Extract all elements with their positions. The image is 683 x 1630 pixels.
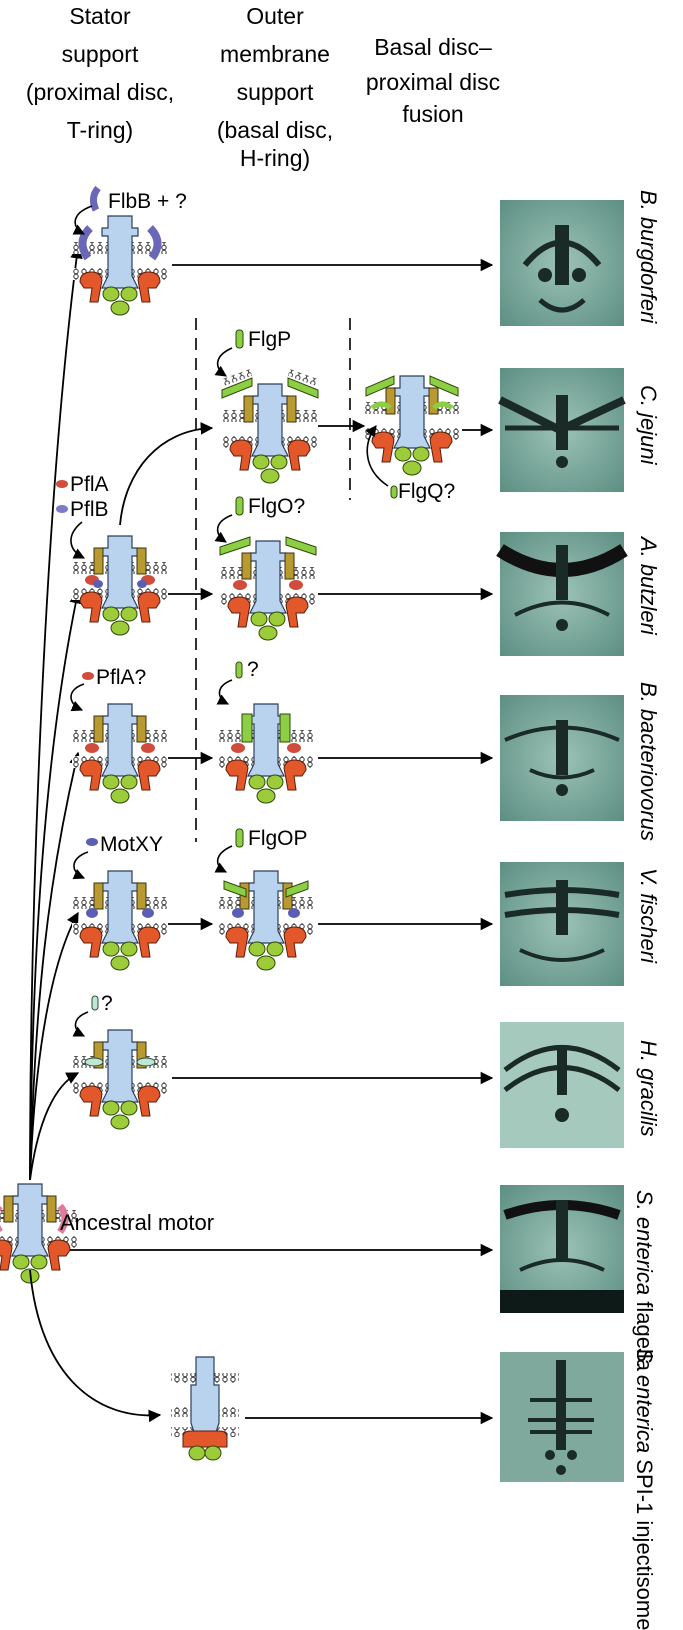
pflb-label: PflB (70, 498, 109, 521)
hg-unknown-protein-icon (91, 995, 99, 1011)
motor-pfla-only (71, 703, 169, 804)
arrow-to-flgp-motor (119, 422, 214, 526)
flgp-protein-icon (235, 329, 244, 349)
svg-text:support: support (237, 79, 314, 105)
svg-text:(basal disc,: (basal disc, (217, 117, 333, 143)
bb-unknown-label: ? (247, 658, 259, 681)
species-label-enterica-flagella: S. enterica flagella (632, 1190, 657, 1372)
svg-text:H-ring): H-ring) (240, 145, 310, 171)
motor-bacteriovorus-green (217, 703, 315, 804)
tomogram-enterica-flagella (500, 1185, 624, 1313)
flgp-label: FlgP (248, 328, 291, 351)
ancestral-branch-arrows (29, 245, 162, 1423)
hg-unknown-label: ? (101, 992, 113, 1015)
svg-text:support: support (62, 41, 139, 67)
flbb-label: FlbB + ? (108, 190, 187, 213)
flgop-protein-icon (235, 828, 244, 848)
species-label-enterica-injectisome: S. enterica SPI-1 injectisome (632, 1348, 657, 1630)
header-basal-proximal-fusion: Basal disc– proximal disc fusion (366, 34, 500, 127)
pfla-protein-icon (56, 480, 68, 488)
tomogram-butzleri (496, 532, 628, 656)
species-label-fischeri: V. fischeri (636, 868, 661, 963)
tomogram-burgdorferi (500, 200, 624, 326)
tomogram-fischeri (500, 862, 624, 986)
motor-motxy (71, 870, 169, 971)
svg-text:T-ring): T-ring) (67, 117, 133, 143)
motxy-protein-icon (86, 838, 98, 846)
pflb-protein-icon (56, 505, 68, 513)
flgq-protein-icon (390, 485, 398, 499)
svg-text:(proximal disc,: (proximal disc, (26, 79, 174, 105)
svg-text:membrane: membrane (220, 41, 330, 67)
motor-pfla-pflb (71, 535, 169, 636)
svg-text:proximal disc: proximal disc (366, 69, 500, 95)
svg-text:Stator: Stator (69, 3, 131, 29)
tomogram-jejuni (498, 368, 626, 492)
tomogram-bacteriovorus (500, 695, 624, 821)
header-stator-support: Stator support (proximal disc, T-ring) (26, 3, 174, 143)
svg-text:Outer: Outer (246, 3, 304, 29)
motor-fused-flgq (363, 375, 461, 476)
flagellar-motor-evolution-diagram: Stator support (proximal disc, T-ring) O… (0, 3, 628, 1482)
flgo-protein-icon (235, 496, 244, 516)
motor-flgp (221, 369, 319, 484)
motor-gracilis (71, 1029, 169, 1130)
pfla-label: PflA (70, 473, 109, 496)
motxy-label: MotXY (100, 833, 163, 856)
tomogram-gracilis (500, 1022, 624, 1148)
motor-flgo (219, 536, 317, 641)
ancestral-motor-glyph (0, 1183, 79, 1284)
flbb-protein-icon (89, 185, 101, 212)
species-label-gracilis: H. gracilis (636, 1040, 661, 1137)
species-label-butzleri: A. butzleri (636, 537, 661, 635)
bb-unknown-protein-icon (235, 661, 243, 679)
flgq-label: FlgQ? (398, 480, 455, 503)
species-label-burgdorferi: B. burgdorferi (636, 190, 661, 324)
flgop-label: FlgOP (248, 827, 308, 850)
tomogram-enterica-injectisome (500, 1352, 624, 1482)
flgo-label: FlgO? (248, 495, 305, 518)
motor-injectisome (171, 1356, 239, 1461)
header-outer-membrane-support: Outer membrane support (basal disc, H-ri… (217, 3, 333, 171)
svg-text:fusion: fusion (402, 101, 463, 127)
motor-flgop (217, 870, 315, 971)
ancestral-motor-label: Ancestral motor (60, 1210, 214, 1235)
species-label-bacteriovorus: B. bacteriovorus (636, 682, 661, 841)
svg-text:Basal disc–: Basal disc– (374, 34, 492, 60)
pfla-q-protein-icon (82, 672, 94, 680)
motor-burgdorferi (71, 215, 169, 316)
pfla-q-label: PflA? (96, 666, 146, 689)
species-label-jejuni: C. jejuni (636, 385, 661, 465)
